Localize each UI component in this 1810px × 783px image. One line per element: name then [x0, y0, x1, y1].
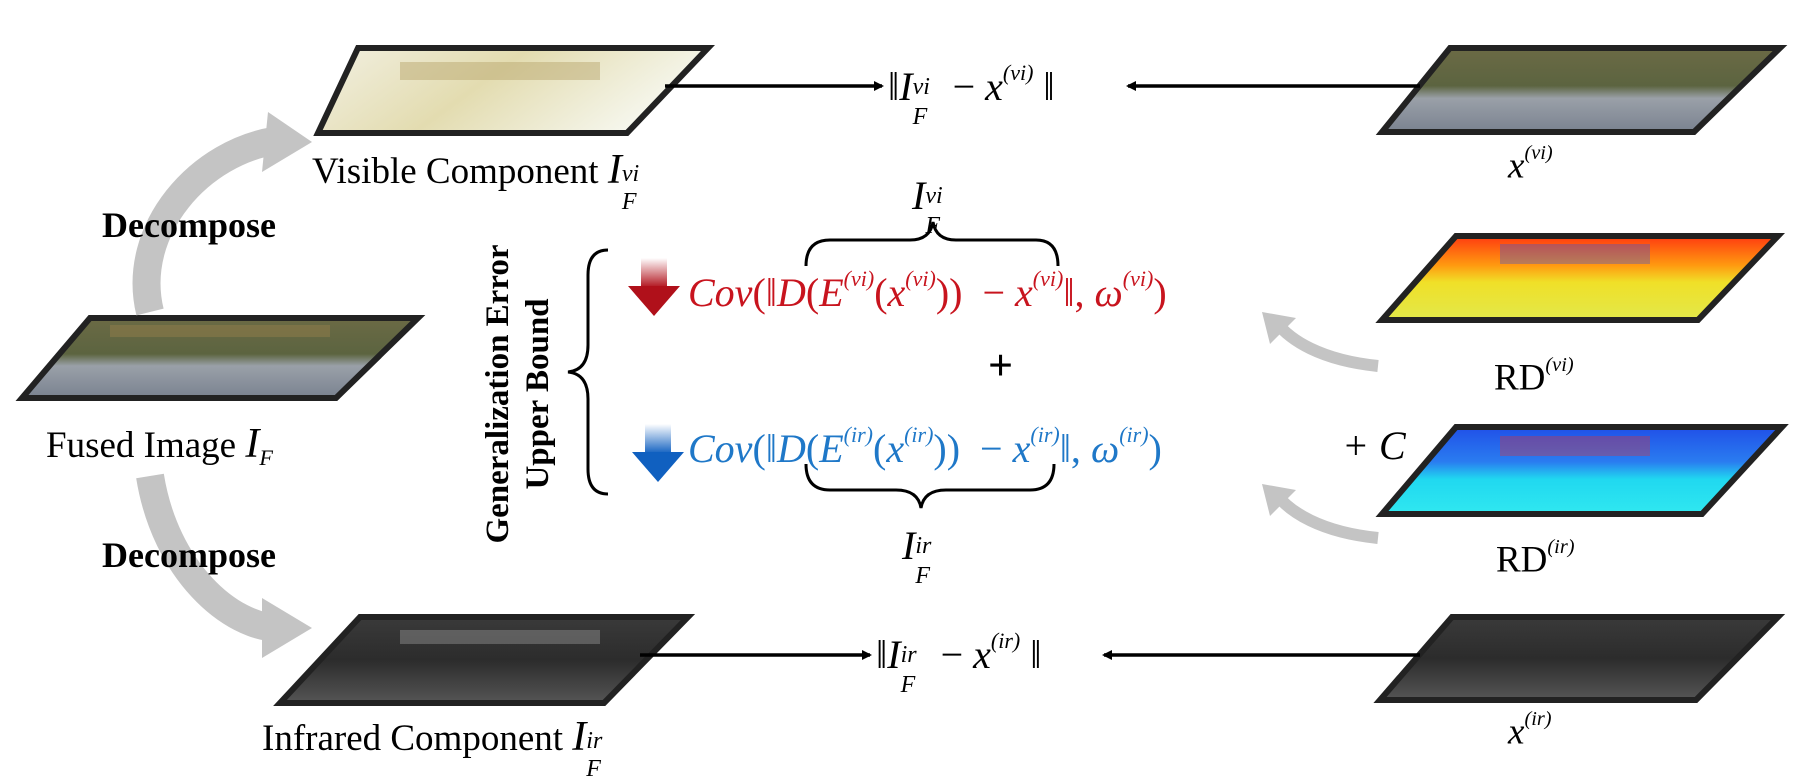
- rd-vi-label: RD(vi): [1494, 354, 1574, 399]
- source-infrared-label: x(ir): [1508, 708, 1552, 753]
- decompose-arrow-bottom: [136, 473, 312, 658]
- decompose-arrow-top: [132, 112, 312, 316]
- plus-sign: +: [988, 341, 1014, 390]
- cov-visible-equation: Cov(‖D(E(vi)(x(vi))) − x(vi)‖, ω(vi)): [688, 266, 1167, 315]
- infrared-component-thumbnail: [273, 614, 696, 706]
- cov-infrared-equation: Cov(‖D(E(ir)(x(ir))) − x(ir)‖, ω(ir)): [688, 422, 1162, 471]
- overbrace-vi: [804, 221, 1060, 267]
- decompose-label-top: Decompose: [102, 205, 276, 245]
- rd-vi-heatmap: [1375, 233, 1785, 323]
- rd-ir-arrow: [1262, 484, 1379, 544]
- fused-image-thumbnail: [15, 315, 426, 401]
- source-infrared-thumbnail: [1373, 614, 1786, 703]
- source-visible-label: x(vi): [1508, 142, 1553, 187]
- decrease-blue-arrow: [632, 424, 684, 482]
- source-visible-thumbnail: [1375, 45, 1788, 135]
- decrease-red-arrow: [628, 258, 680, 316]
- rd-vi-arrow: [1262, 312, 1379, 372]
- bound-label: Generalization Error Upper Bound: [480, 244, 556, 544]
- decompose-label-bottom: Decompose: [102, 535, 276, 575]
- fused-image-label: Fused Image IF: [46, 421, 273, 470]
- visible-component-thumbnail: [313, 45, 716, 136]
- rd-ir-heatmap: [1375, 424, 1789, 517]
- constant-term: + C: [1342, 423, 1406, 468]
- bound-brace: [567, 248, 609, 496]
- underbrace-ir: [804, 463, 1056, 509]
- rd-ir-label: RD(ir): [1496, 536, 1575, 581]
